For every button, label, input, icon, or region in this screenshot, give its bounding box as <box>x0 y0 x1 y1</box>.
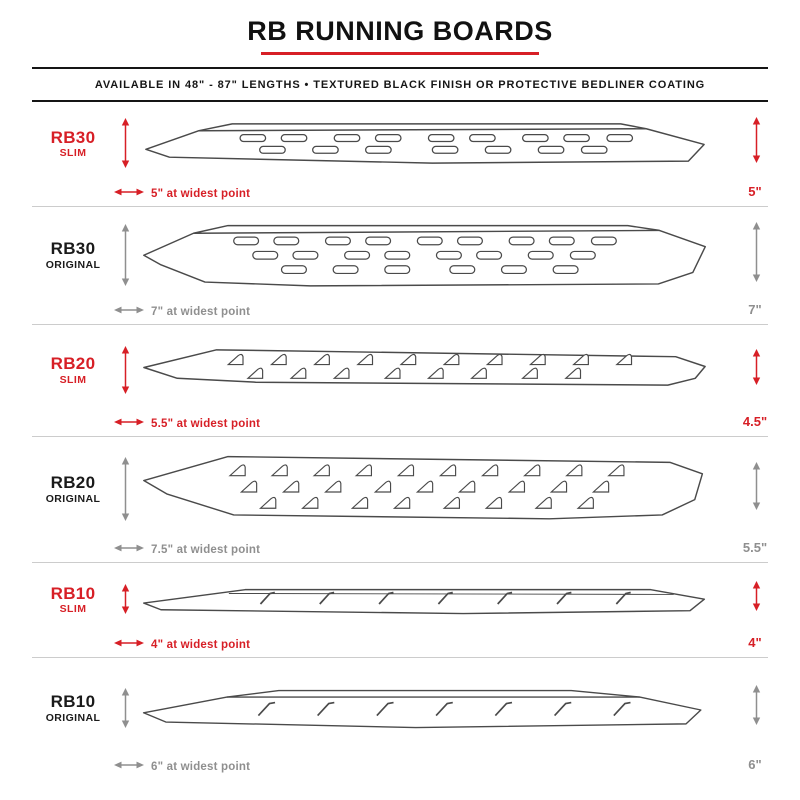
rb20-slim-board-drawing <box>138 329 712 414</box>
product-row-rb30-original: RB30 ORIGINAL 7" <box>32 206 768 324</box>
model-name: RB10 <box>50 692 96 712</box>
width-note: 6" at widest point <box>114 760 250 773</box>
height-measurement: 4.5" <box>742 414 768 429</box>
height-measurement: 5" <box>748 184 762 199</box>
variant-name: SLIM <box>59 147 87 160</box>
title-underline <box>261 52 539 55</box>
height-arrow-left-icon <box>120 207 131 302</box>
width-arrow-icon <box>114 638 144 651</box>
height-arrow-right-icon <box>751 563 762 629</box>
product-row-rb10-slim: RB10 SLIM 4" 4" <box>32 562 768 657</box>
height-arrow-left-icon <box>120 563 131 635</box>
height-measurement: 4" <box>748 635 762 650</box>
model-label: RB10 ORIGINAL <box>32 658 114 759</box>
subtitle-bar: AVAILABLE IN 48" - 87" LENGTHS • TEXTURE… <box>32 67 768 102</box>
model-label: RB30 SLIM <box>32 102 114 186</box>
width-note: 7.5" at widest point <box>114 543 260 556</box>
width-arrow-icon <box>114 417 144 430</box>
height-arrow-right-icon <box>751 658 762 751</box>
model-name: RB30 <box>50 239 96 259</box>
rb20-original-board-drawing <box>138 441 712 540</box>
width-arrow-icon <box>114 305 144 318</box>
height-arrow-left-icon <box>120 325 131 414</box>
variant-name: SLIM <box>59 373 87 386</box>
variant-name: ORIGINAL <box>45 258 101 271</box>
height-arrow-left-icon <box>120 658 131 757</box>
variant-name: ORIGINAL <box>45 711 101 724</box>
rb30-slim-board-drawing <box>138 106 712 184</box>
product-row-rb20-slim: RB20 SLIM 4.5" <box>32 324 768 436</box>
width-note: 5.5" at widest point <box>114 417 260 430</box>
width-measurement: 4" at widest point <box>151 638 251 651</box>
height-arrow-right-icon <box>751 207 762 296</box>
model-name: RB10 <box>50 583 96 603</box>
model-label: RB20 SLIM <box>32 325 114 416</box>
rb10-slim-board-drawing <box>138 567 712 635</box>
model-label: RB10 SLIM <box>32 563 114 637</box>
product-row-rb20-original: RB20 ORIGINAL 5.5" <box>32 436 768 562</box>
height-measurement: 7" <box>748 302 762 317</box>
width-measurement: 5.5" at widest point <box>151 417 261 430</box>
model-label: RB30 ORIGINAL <box>32 207 114 304</box>
height-arrow-right-icon <box>751 102 762 178</box>
height-measurement: 5.5" <box>742 540 768 555</box>
height-arrow-right-icon <box>751 437 762 534</box>
subtitle-text: AVAILABLE IN 48" - 87" LENGTHS • TEXTURE… <box>94 79 706 91</box>
product-row-rb30-slim: RB30 SLIM 5" <box>32 102 768 206</box>
height-arrow-right-icon <box>751 325 762 408</box>
height-measurement: 6" <box>748 757 762 772</box>
model-name: RB20 <box>50 473 96 493</box>
height-arrow-left-icon <box>120 437 131 540</box>
header: RB RUNNING BOARDS AVAILABLE IN 48" - 87"… <box>0 16 800 102</box>
product-row-rb10-original: RB10 ORIGINAL 6" <box>32 657 768 779</box>
model-name: RB20 <box>50 354 96 374</box>
width-measurement: 6" at widest point <box>151 760 251 773</box>
model-label: RB20 ORIGINAL <box>32 437 114 542</box>
width-arrow-icon <box>114 187 144 200</box>
width-note: 4" at widest point <box>114 638 250 651</box>
width-measurement: 7.5" at widest point <box>151 543 261 556</box>
rb30-original-board-drawing <box>138 211 712 302</box>
page-title: RB RUNNING BOARDS <box>247 16 553 46</box>
rb10-original-board-drawing <box>138 662 712 757</box>
variant-name: SLIM <box>59 603 87 616</box>
width-arrow-icon <box>114 760 144 773</box>
variant-name: ORIGINAL <box>45 492 101 505</box>
width-arrow-icon <box>114 543 144 556</box>
height-arrow-left-icon <box>120 102 131 184</box>
model-name: RB30 <box>50 127 96 147</box>
width-measurement: 5" at widest point <box>151 187 251 200</box>
width-measurement: 7" at widest point <box>151 305 251 318</box>
width-note: 5" at widest point <box>114 187 250 200</box>
width-note: 7" at widest point <box>114 305 250 318</box>
